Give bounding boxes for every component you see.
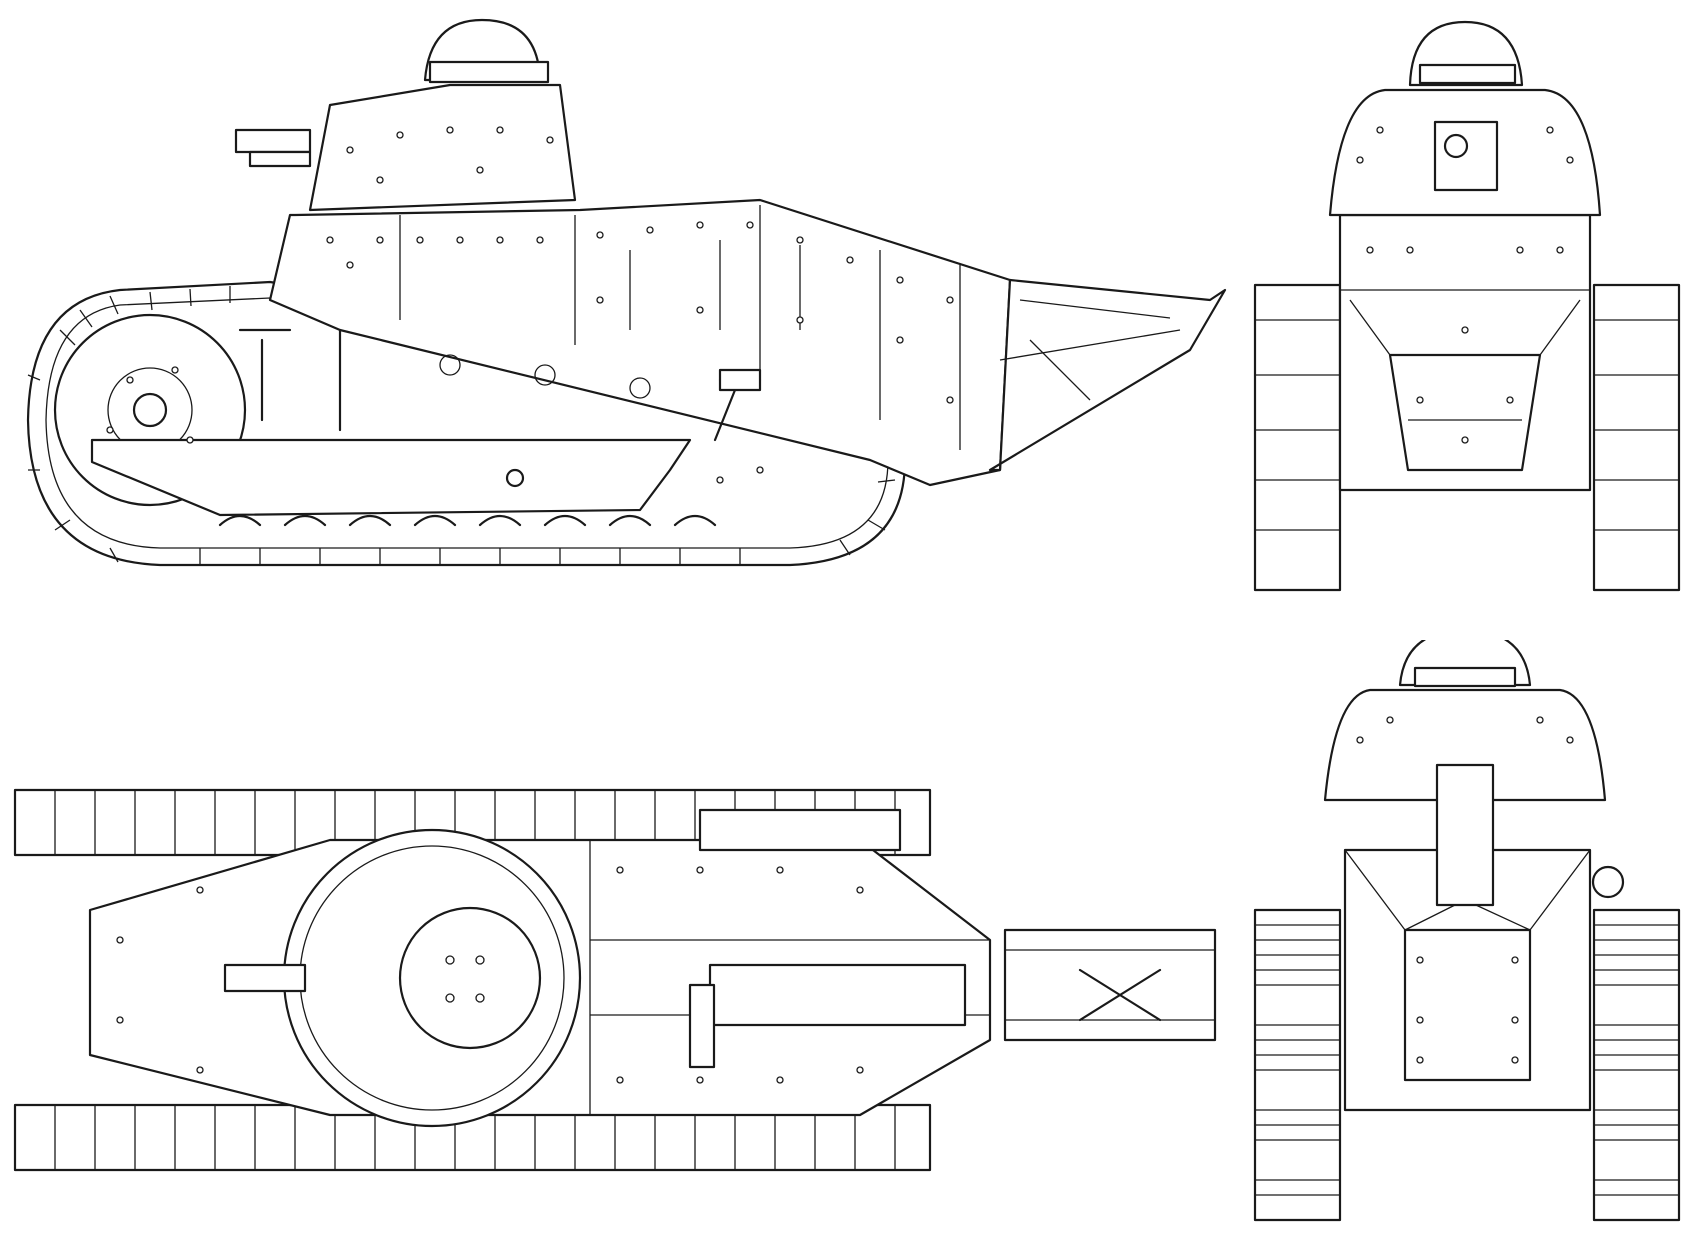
exhaust-box	[1435, 763, 1495, 907]
hull-rivets	[106, 126, 954, 484]
rear-door	[1403, 928, 1532, 1082]
turret-side	[308, 83, 577, 212]
top-rivets	[116, 866, 864, 1084]
gun-mantlet	[1433, 120, 1499, 192]
tail-skid-top	[1003, 928, 1217, 1042]
machine-gun	[234, 128, 312, 154]
right-track-front	[1592, 283, 1681, 592]
road-wheels	[218, 514, 717, 527]
cupola-top	[398, 906, 542, 1050]
turret-rear	[1323, 688, 1607, 802]
tail-skid	[988, 278, 1227, 472]
front-rivets	[1356, 126, 1574, 444]
top-view	[0, 640, 1240, 1240]
suspension-girder	[90, 438, 692, 517]
right-track-rear	[1592, 908, 1681, 1222]
engine-hatch	[708, 963, 967, 1027]
left-track-front	[1253, 283, 1342, 592]
front-view	[1240, 0, 1694, 600]
rear-rivets	[1356, 716, 1574, 1064]
return-rollers	[439, 354, 651, 399]
side-view	[0, 0, 1240, 600]
rear-view	[1240, 640, 1694, 1240]
left-track-rear	[1253, 908, 1342, 1222]
hull-side	[268, 198, 1012, 487]
